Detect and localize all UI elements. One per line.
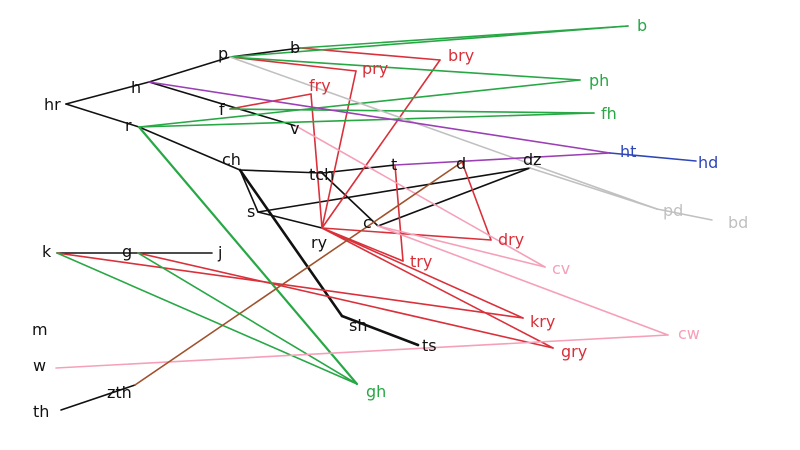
edge-dz-pd bbox=[529, 167, 658, 210]
edge-s-dz bbox=[257, 167, 531, 213]
node-sh: sh bbox=[349, 316, 367, 335]
node-p: p bbox=[218, 44, 228, 63]
edge-d-dry bbox=[461, 161, 492, 241]
node-r: r bbox=[125, 116, 132, 135]
node-f: f bbox=[219, 100, 225, 119]
edge-c-cw bbox=[377, 225, 669, 336]
node-pry: pry bbox=[362, 59, 388, 78]
edge-r-fh bbox=[138, 112, 595, 128]
edge-zth-d bbox=[134, 161, 463, 386]
edge-w-cw bbox=[55, 334, 669, 369]
edge-p-b_right bbox=[229, 25, 629, 58]
edge-kry-ry bbox=[321, 227, 524, 319]
node-ts: ts bbox=[422, 336, 437, 355]
edge-fry-ry bbox=[310, 93, 323, 229]
edge-t-ht bbox=[394, 152, 611, 166]
edge-t-try bbox=[394, 164, 404, 262]
edge-p-pd bbox=[229, 56, 658, 210]
node-k: k bbox=[42, 242, 52, 261]
node-cw: cw bbox=[678, 324, 700, 343]
edge-g-gry bbox=[137, 252, 554, 349]
node-h: h bbox=[131, 78, 141, 97]
node-tch: tch bbox=[309, 165, 334, 184]
node-ry: ry bbox=[311, 233, 327, 252]
node-w: w bbox=[33, 356, 46, 375]
node-ht: ht bbox=[620, 142, 636, 161]
node-pd: pd bbox=[663, 201, 683, 220]
node-zth: zth bbox=[107, 383, 132, 402]
node-s: s bbox=[247, 202, 255, 221]
node-b: b bbox=[290, 38, 300, 57]
edge-r-gh bbox=[137, 125, 359, 386]
node-dry: dry bbox=[498, 230, 524, 249]
edge-h-p bbox=[148, 56, 231, 83]
node-b-right: b bbox=[637, 16, 647, 35]
node-kry: kry bbox=[530, 312, 555, 331]
edge-sh-ts bbox=[340, 314, 420, 347]
edge-s-ry bbox=[257, 211, 323, 229]
edge-ht-hd bbox=[609, 152, 697, 162]
edge-h-ht bbox=[148, 81, 611, 154]
edge-c-cv bbox=[377, 225, 546, 268]
edge-k-gh bbox=[56, 252, 358, 385]
edge-hr-h bbox=[65, 81, 150, 105]
node-cv: cv bbox=[552, 259, 570, 278]
node-gh: gh bbox=[366, 382, 386, 401]
edge-c-dz bbox=[377, 167, 531, 227]
node-c: c bbox=[363, 213, 372, 232]
node-fry: fry bbox=[309, 76, 331, 95]
edge-h-v bbox=[148, 81, 297, 127]
node-t: t bbox=[391, 155, 397, 174]
node-dz: dz bbox=[523, 150, 542, 169]
edge-dry-ry bbox=[321, 227, 492, 241]
edge-layer bbox=[55, 25, 713, 411]
label-layer: p b hr h r f v ch tch s ry t d dz c k g … bbox=[32, 16, 748, 421]
node-ph: ph bbox=[589, 71, 609, 90]
edge-p-pry bbox=[229, 56, 357, 72]
node-j: j bbox=[217, 243, 222, 262]
edge-th-zth bbox=[60, 384, 136, 411]
node-th: th bbox=[33, 402, 49, 421]
edge-g-gh bbox=[137, 252, 358, 385]
edge-gry-ry bbox=[321, 227, 554, 349]
node-fh: fh bbox=[601, 104, 617, 123]
edge-ch-s bbox=[239, 169, 259, 213]
node-hd: hd bbox=[698, 153, 718, 172]
edge-r-ch bbox=[138, 126, 241, 171]
node-try: try bbox=[410, 252, 432, 271]
edge-v-cv bbox=[295, 125, 546, 268]
node-bry: bry bbox=[448, 46, 474, 65]
edge-hr-r bbox=[65, 103, 140, 128]
edge-f-fh bbox=[229, 108, 595, 114]
edge-p-ph bbox=[229, 56, 581, 81]
edge-bry-ry bbox=[321, 59, 441, 229]
node-ch: ch bbox=[222, 150, 241, 169]
node-gry: gry bbox=[561, 342, 587, 361]
node-v: v bbox=[290, 119, 299, 138]
node-d: d bbox=[456, 154, 466, 173]
edge-k-kry bbox=[56, 252, 524, 319]
edge-ch-sh bbox=[238, 168, 344, 318]
node-g: g bbox=[122, 242, 132, 261]
node-bd: bd bbox=[728, 213, 748, 232]
node-m: m bbox=[32, 320, 48, 339]
edge-pd-bd bbox=[656, 208, 713, 221]
node-hr: hr bbox=[44, 95, 61, 114]
edge-ch-tch bbox=[239, 169, 323, 174]
